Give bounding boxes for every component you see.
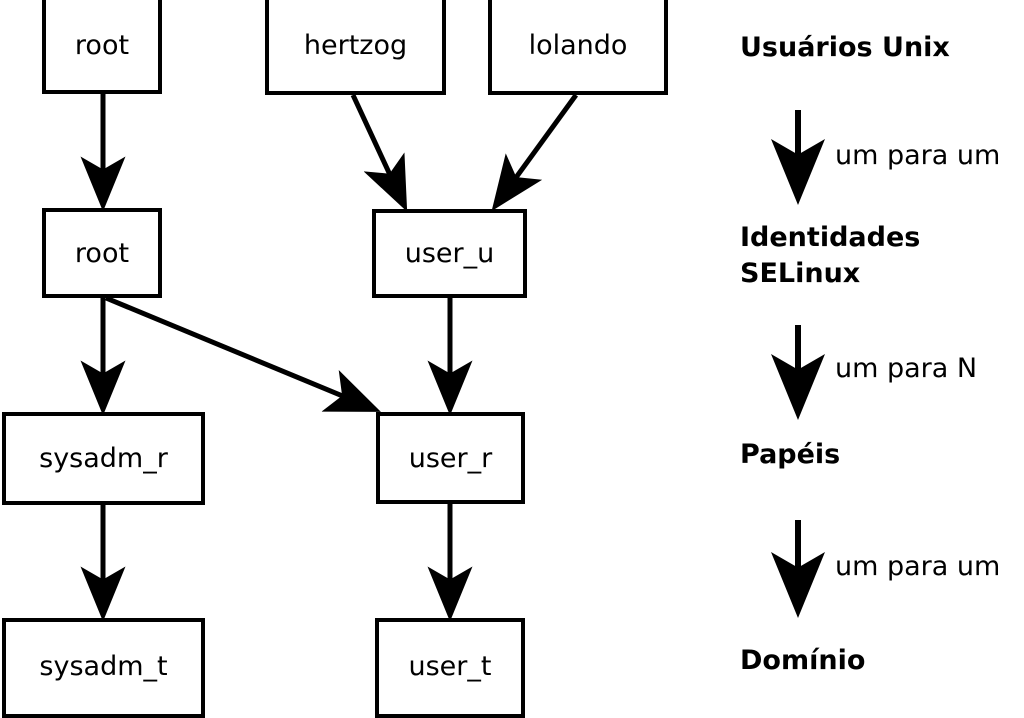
node-label: lolando <box>528 30 628 61</box>
edge-root-to-user-r <box>105 295 381 412</box>
node-role-sysadm-r[interactable]: sysadm_r <box>2 412 205 505</box>
node-domain-sysadm-t[interactable]: sysadm_t <box>2 618 205 718</box>
edge-lolando-to-user-u <box>491 93 579 212</box>
legend-level-roles: Papéis <box>740 439 841 470</box>
edge-hertzog-to-user-u <box>350 93 408 212</box>
legend-relation-one-to-one-bottom: um para um <box>835 551 1001 582</box>
node-label: user_r <box>408 442 493 474</box>
node-selinux-identity-user-u[interactable]: user_u <box>372 209 527 298</box>
node-label: user_t <box>408 650 492 682</box>
node-label: root <box>74 237 130 269</box>
node-unix-user-lolando[interactable]: lolando <box>488 0 668 95</box>
node-selinux-identity-root[interactable]: root <box>42 208 162 298</box>
legend-level-domain: Domínio <box>740 645 866 676</box>
node-label: root <box>74 29 130 61</box>
legend-relation-one-to-one-top: um para um <box>835 140 1001 171</box>
node-domain-user-t[interactable]: user_t <box>375 618 525 718</box>
node-role-user-r[interactable]: user_r <box>376 412 525 504</box>
legend-level-selinux-identities: Identidades SELinux <box>740 222 921 289</box>
node-unix-user-root[interactable]: root <box>42 0 162 94</box>
node-label: hertzog <box>303 30 408 61</box>
legend-level-unix-users: Usuários Unix <box>740 32 950 63</box>
node-label: sysadm_r <box>39 443 168 474</box>
node-label: sysadm_t <box>39 650 168 682</box>
node-unix-user-hertzog[interactable]: hertzog <box>265 0 446 95</box>
node-label: user_u <box>404 238 495 269</box>
legend-relation-one-to-n: um para N <box>835 353 978 384</box>
